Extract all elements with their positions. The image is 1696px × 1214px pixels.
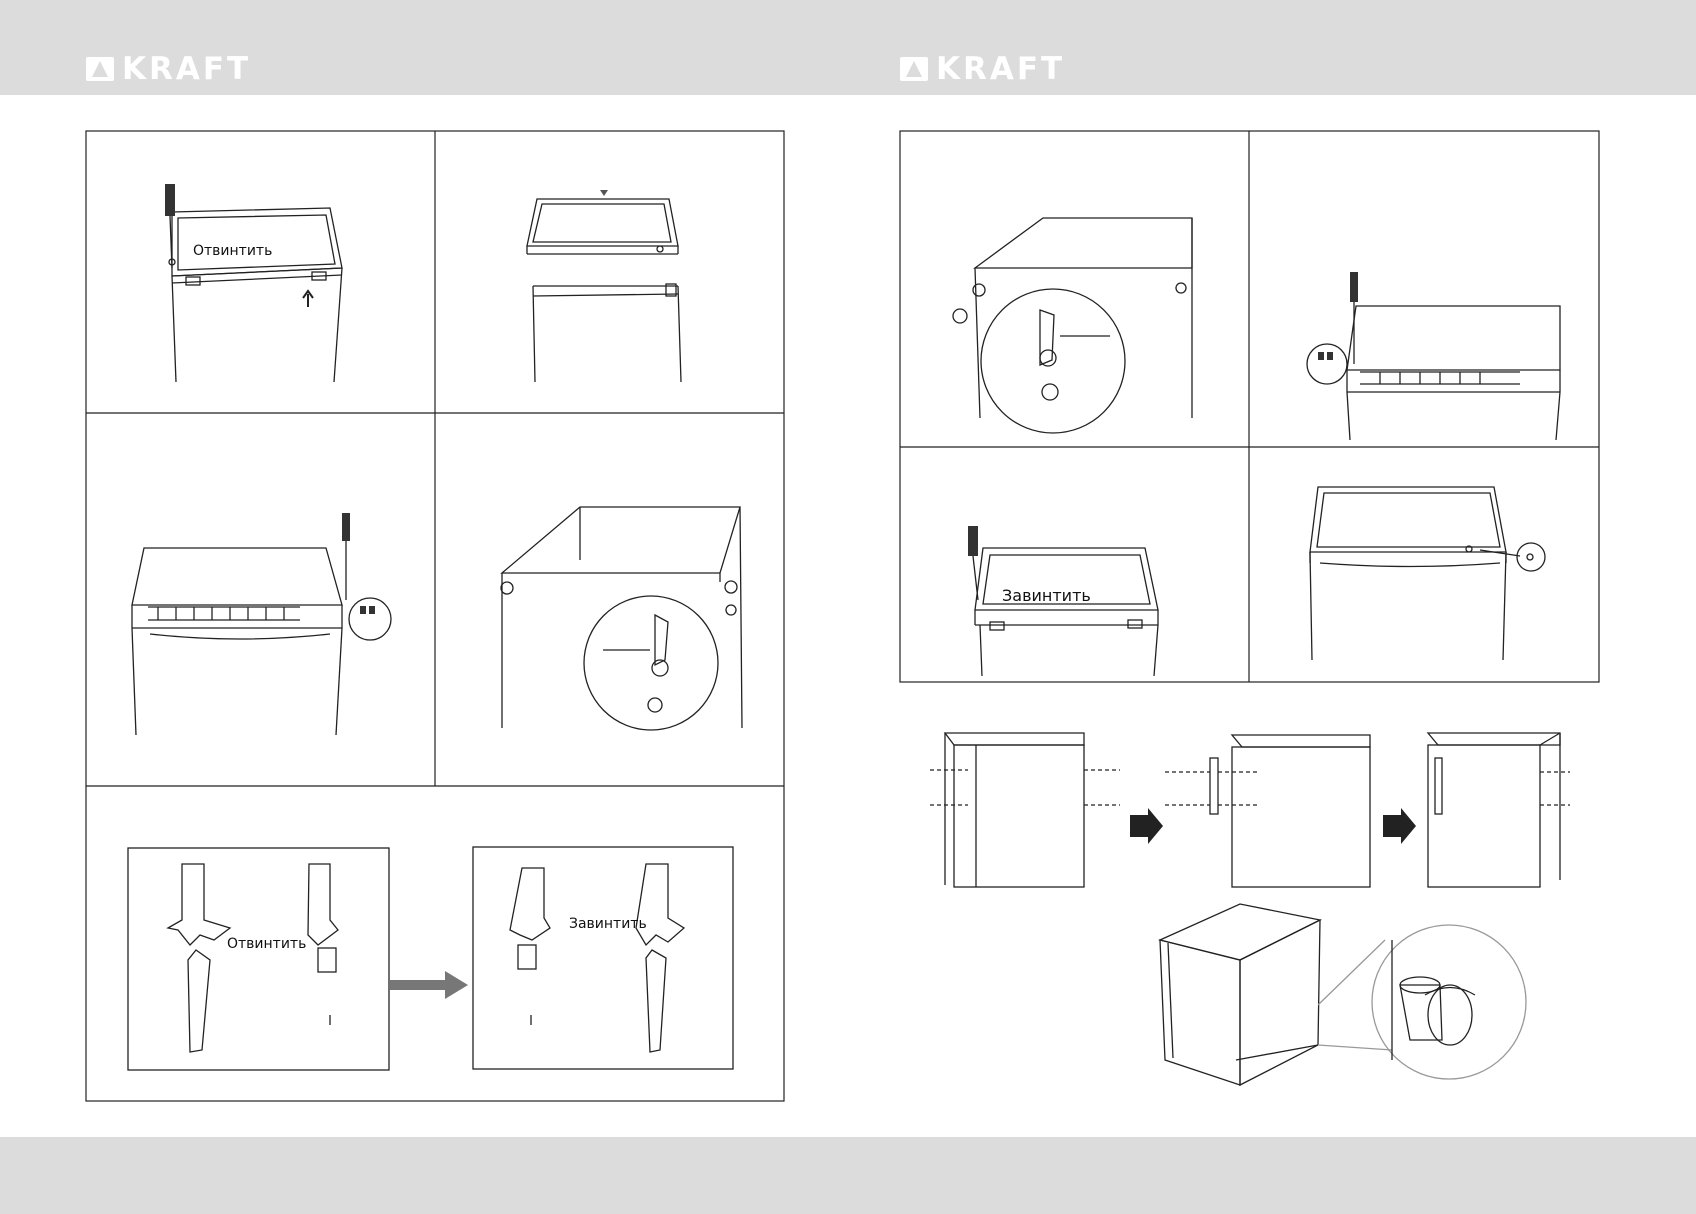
label-screw-top: Завинтить bbox=[1002, 586, 1091, 605]
panel-reinstall-top-hinge bbox=[1307, 272, 1560, 440]
handle-swap-sequence bbox=[930, 733, 1570, 1085]
panel-lift-top-cover bbox=[527, 190, 681, 382]
panel-unscrew-top-cover bbox=[165, 184, 342, 382]
panel-finished-door-top bbox=[1310, 487, 1545, 660]
panel-remove-top-hinge bbox=[132, 513, 391, 735]
label-unscrew-top: Отвинтить bbox=[193, 243, 272, 259]
panel-middle-hinge-zoom bbox=[501, 507, 742, 730]
label-screw-hinge: Завинтить bbox=[569, 916, 647, 932]
label-unscrew-hinge: Отвинтить bbox=[227, 936, 306, 952]
panel-reinstall-middle-hinge bbox=[953, 218, 1192, 433]
panel-hinge-pin-swap bbox=[128, 847, 733, 1070]
